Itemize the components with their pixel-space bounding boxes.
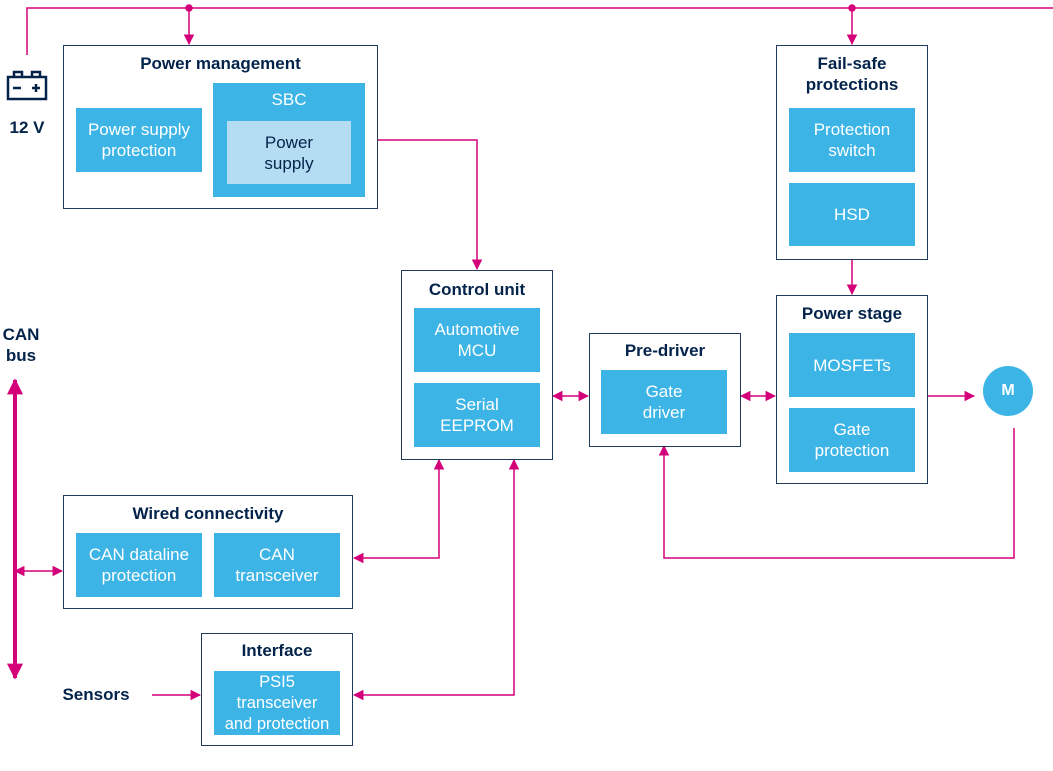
control-to-interface: [352, 458, 520, 701]
psi5-block: PSI5 transceiver and protection: [214, 671, 340, 735]
battery-label: 12 V: [9, 118, 45, 137]
mosfets-block: MOSFETs: [789, 333, 915, 397]
sbc-label: SBC: [271, 90, 307, 109]
serial-eeprom-block: Serial EEPROM: [414, 383, 540, 447]
motor-feedback: [658, 428, 1015, 559]
battery-icon: [6, 70, 48, 101]
can-bus-label: CAN bus: [2, 325, 40, 365]
supply-rail: [26, 7, 1053, 55]
gate-driver-block: Gate driver: [601, 370, 727, 434]
power-supply-block: Power supply: [227, 121, 351, 184]
pre-driver-title: Pre-driver: [624, 341, 706, 360]
gate-protection-block: Gate protection: [789, 408, 915, 472]
automotive-mcu-block: Automotive MCU: [414, 308, 540, 372]
sensors-label: Sensors: [62, 685, 130, 704]
control-to-wired: [352, 458, 445, 564]
power-supply-protection-block: Power supply protection: [76, 108, 202, 172]
can-transceiver-block: CAN transceiver: [214, 533, 340, 597]
hsd-block: HSD: [789, 183, 915, 246]
power-management-title: Power management: [140, 54, 301, 73]
power-stage-title: Power stage: [801, 304, 903, 323]
wired-connectivity-title: Wired connectivity: [132, 504, 284, 523]
power-to-control-unit: [365, 139, 483, 271]
can-dataline-protection-block: CAN dataline protection: [76, 533, 202, 597]
protection-switch-block: Protection switch: [789, 108, 915, 172]
interface-title: Interface: [241, 641, 313, 660]
control-unit-title: Control unit: [428, 280, 526, 299]
motor-icon: M: [983, 366, 1033, 416]
fail-safe-title: Fail-safe protections: [805, 54, 899, 94]
